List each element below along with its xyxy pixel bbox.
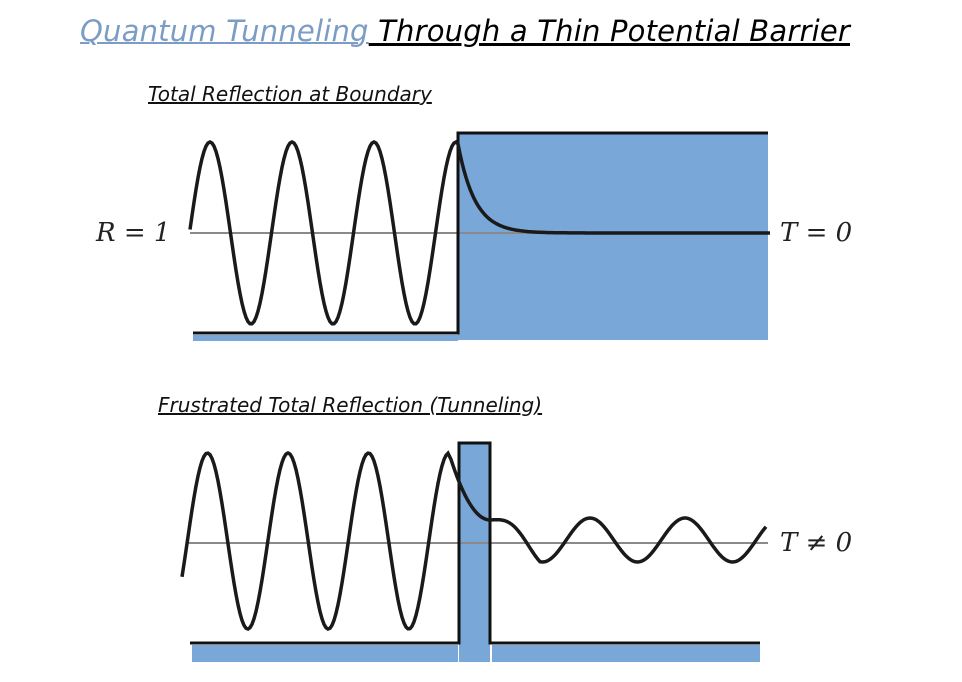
title-rest: Through a Thin Potential Barrier — [368, 14, 851, 48]
wavefunction-reflected — [188, 139, 770, 326]
page-title: Quantum Tunneling Through a Thin Potenti… — [80, 14, 850, 48]
thin-barrier — [459, 443, 490, 662]
reflection-label: R = 1 — [96, 218, 171, 248]
ground-strip-left — [192, 645, 458, 662]
title-highlight: Quantum Tunneling — [80, 14, 369, 48]
wavefunction-tunneling — [180, 450, 768, 631]
ground-strip — [193, 335, 458, 341]
ground-strip-right — [492, 645, 760, 662]
panel-1-subtitle: Total Reflection at Boundary — [148, 82, 432, 106]
thick-barrier — [458, 133, 768, 340]
panel-2-subtitle: Frustrated Total Reflection (Tunneling) — [158, 393, 543, 417]
transmission-label: T = 0 — [780, 218, 853, 248]
transmission-label-tunneling: T ≠ 0 — [780, 528, 853, 558]
potential-barrier — [190, 441, 760, 645]
potential-step — [193, 131, 768, 335]
